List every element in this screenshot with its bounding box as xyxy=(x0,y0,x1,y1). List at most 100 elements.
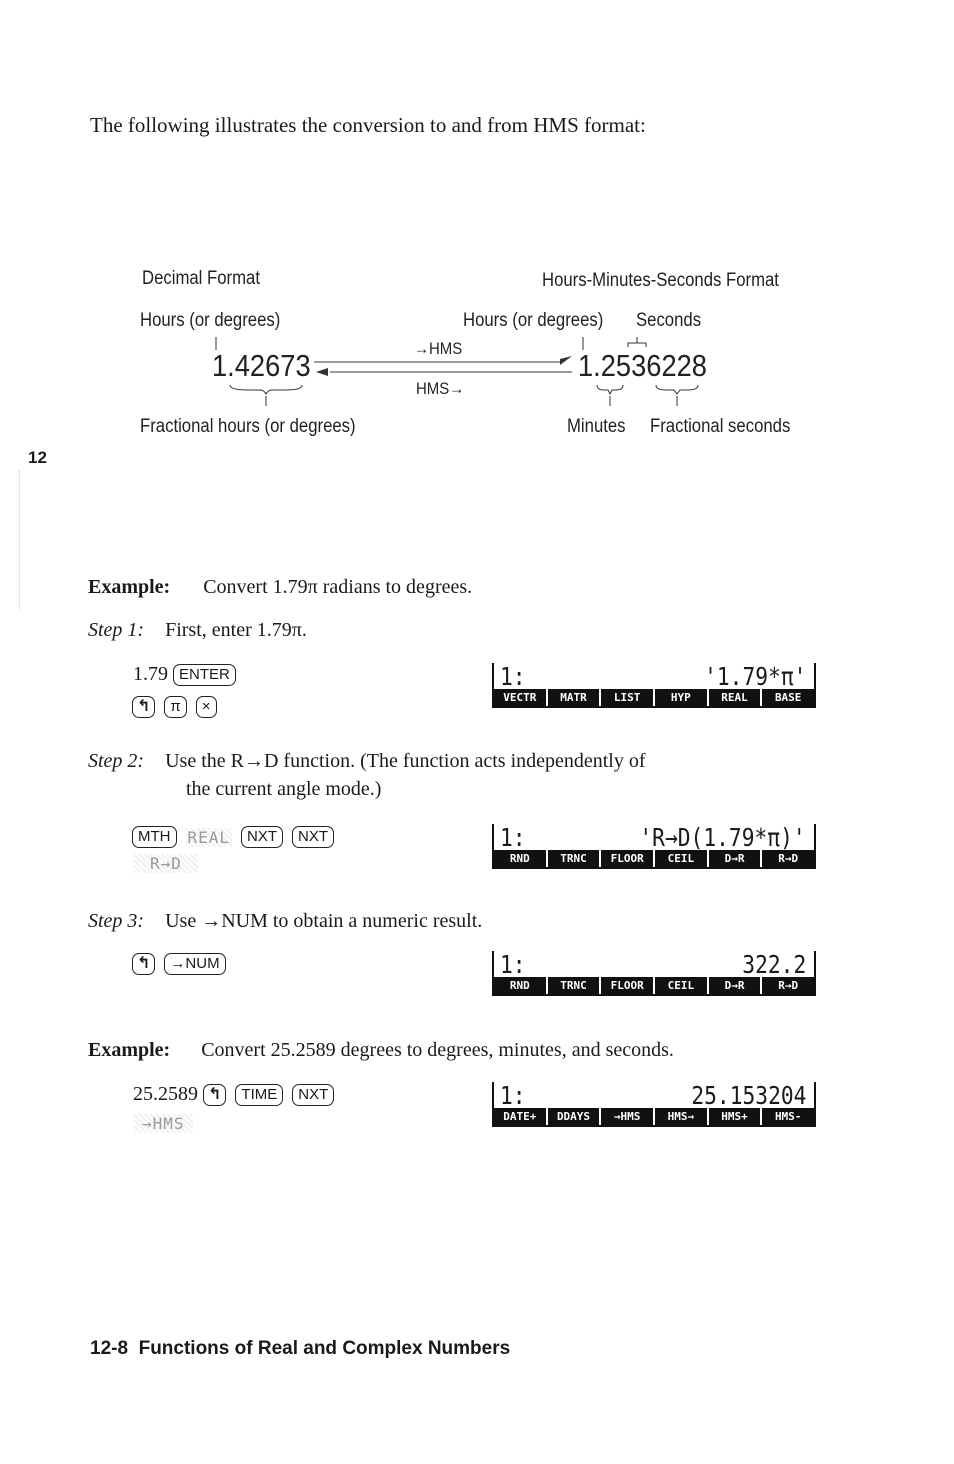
softkey[interactable]: TRNC xyxy=(547,977,602,994)
intro-paragraph: The following illustrates the conversion… xyxy=(90,113,646,137)
frac-seconds-brace xyxy=(655,384,699,395)
softkey[interactable]: R→D xyxy=(762,850,815,867)
example2-keys-line2: →HMS xyxy=(134,1111,193,1134)
softkey[interactable]: MATR xyxy=(547,689,602,706)
step1-keys-line2: ↰ π × xyxy=(132,695,221,719)
example2-heading: Example: Convert 25.2589 degrees to degr… xyxy=(88,1039,674,1062)
step-label: Step 2: xyxy=(88,750,145,772)
example-text: Convert 1.79π radians to degrees. xyxy=(203,576,473,598)
softkey[interactable]: FLOOR xyxy=(601,977,656,994)
real-menu-key[interactable]: REAL xyxy=(185,827,233,847)
stack-value: 25.153204 xyxy=(690,1081,806,1110)
softkey[interactable]: FLOOR xyxy=(601,850,656,867)
softkey[interactable]: HMS+ xyxy=(708,1108,763,1125)
softkey[interactable]: HMS- xyxy=(762,1108,815,1125)
left-shift-key[interactable]: ↰ xyxy=(132,696,156,719)
softkey[interactable]: D→R xyxy=(708,850,763,867)
stack-level: 1: xyxy=(500,662,526,691)
softkey-menu: VECTR MATR LIST HYP REAL BASE xyxy=(494,689,815,708)
step-text: Use →NUM to obtain a numeric result. xyxy=(165,910,483,932)
step2-keys-line2: R→D xyxy=(134,851,198,874)
seconds-label: Seconds xyxy=(636,310,702,331)
time-key[interactable]: TIME xyxy=(235,1084,284,1107)
example-text: Convert 25.2589 degrees to degrees, minu… xyxy=(201,1039,674,1061)
fraction-brace xyxy=(229,384,303,396)
to-num-key[interactable]: →NUM xyxy=(164,953,226,976)
softkey[interactable]: CEIL xyxy=(655,977,709,994)
left-shift-key[interactable]: ↰ xyxy=(132,953,156,976)
chapter-tab: 12 xyxy=(28,448,47,467)
calculator-display: 1: '1.79*π' VECTR MATR LIST HYP REAL BAS… xyxy=(492,663,816,708)
calculator-display: 1: 25.153204 DATE+ DDAYS →HMS HMS→ HMS+ … xyxy=(492,1082,816,1127)
softkey[interactable]: HMS→ xyxy=(655,1108,709,1125)
softkey-menu: RND TRNC FLOOR CEIL D→R R→D xyxy=(494,977,815,996)
next-key[interactable]: NXT xyxy=(241,826,284,849)
from-hms-label: HMS→ xyxy=(416,379,465,398)
diagram-lines xyxy=(215,337,699,406)
step2-line1: Step 2: Use the R→D function. (The funct… xyxy=(88,750,646,773)
from-hms-arrowhead xyxy=(316,368,328,376)
decimal-number: 1.42673 xyxy=(212,348,311,383)
hms-number: 1.2536228 xyxy=(578,348,707,383)
stack-level: 1: xyxy=(500,1081,526,1110)
minutes-brace xyxy=(596,384,624,396)
step3-line: Step 3: Use →NUM to obtain a numeric res… xyxy=(88,910,482,933)
example2-keys-line1: 25.2589 ↰ TIME NXT xyxy=(133,1083,338,1107)
step3-keys: ↰ →NUM xyxy=(132,952,230,976)
step-label: Step 3: xyxy=(88,910,145,932)
softkey[interactable]: RND xyxy=(494,977,548,994)
minutes-label: Minutes xyxy=(567,416,626,437)
margin-rule xyxy=(19,470,20,610)
stack-level: 1: xyxy=(500,950,526,979)
step-text: Use the R→D function. (The function acts… xyxy=(165,750,646,772)
softkey[interactable]: RND xyxy=(494,850,548,867)
mth-key[interactable]: MTH xyxy=(132,826,177,849)
softkey[interactable]: →HMS xyxy=(601,1108,656,1125)
softkey[interactable]: TRNC xyxy=(547,850,602,867)
stack-value: '1.79*π' xyxy=(703,662,806,691)
next-key[interactable]: NXT xyxy=(292,826,335,849)
hms-format-heading: Hours-Minutes-Seconds Format xyxy=(542,270,779,291)
step2-line2: the current angle mode.) xyxy=(186,778,382,800)
number-entry: 25.2589 xyxy=(133,1083,198,1105)
step-text: First, enter 1.79π. xyxy=(165,619,307,641)
seconds-bracket xyxy=(627,342,647,347)
calculator-display: 1: 322.2 RND TRNC FLOOR CEIL D→R R→D xyxy=(492,951,816,996)
softkey[interactable]: LIST xyxy=(601,689,656,706)
softkey[interactable]: HYP xyxy=(655,689,709,706)
next-key[interactable]: NXT xyxy=(292,1084,335,1107)
stack-level: 1: xyxy=(500,823,526,852)
example1-heading: Example: Convert 1.79π radians to degree… xyxy=(88,576,472,599)
step-label: Step 1: xyxy=(88,619,145,641)
to-hms-arrowhead xyxy=(560,356,572,365)
right-hours-label: Hours (or degrees) xyxy=(463,310,604,331)
page-footer: 12-8 Functions of Real and Complex Numbe… xyxy=(90,1338,511,1359)
softkey[interactable]: BASE xyxy=(762,689,815,706)
enter-key[interactable]: ENTER xyxy=(173,664,236,687)
example-label: Example: xyxy=(88,576,171,598)
softkey[interactable]: REAL xyxy=(708,689,763,706)
softkey-menu: RND TRNC FLOOR CEIL D→R R→D xyxy=(494,850,815,869)
to-hms-label: →HMS xyxy=(414,339,463,358)
softkey[interactable]: VECTR xyxy=(494,689,548,706)
softkey[interactable]: DDAYS xyxy=(547,1108,602,1125)
softkey[interactable]: DATE+ xyxy=(494,1108,548,1125)
pi-key[interactable]: π xyxy=(164,696,187,719)
calculator-display: 1: 'R→D(1.79*π)' RND TRNC FLOOR CEIL D→R… xyxy=(492,824,816,869)
multiply-key[interactable]: × xyxy=(195,696,217,719)
step1-keys-line1: 1.79 ENTER xyxy=(133,663,240,687)
to-hms-menu-key[interactable]: →HMS xyxy=(134,1113,193,1133)
left-hours-label: Hours (or degrees) xyxy=(140,310,281,331)
stack-value: 322.2 xyxy=(742,950,806,979)
fractional-seconds-label: Fractional seconds xyxy=(650,416,791,437)
example-label: Example: xyxy=(88,1039,171,1061)
r-to-d-menu-key[interactable]: R→D xyxy=(134,853,198,873)
softkey[interactable]: D→R xyxy=(708,977,763,994)
step1-line: Step 1: First, enter 1.79π. xyxy=(88,619,307,642)
softkey[interactable]: CEIL xyxy=(655,850,709,867)
left-shift-key[interactable]: ↰ xyxy=(203,1084,227,1107)
number-entry: 1.79 xyxy=(133,663,168,685)
softkey-menu: DATE+ DDAYS →HMS HMS→ HMS+ HMS- xyxy=(494,1108,815,1127)
fractional-hours-label: Fractional hours (or degrees) xyxy=(140,416,356,437)
softkey[interactable]: R→D xyxy=(762,977,815,994)
